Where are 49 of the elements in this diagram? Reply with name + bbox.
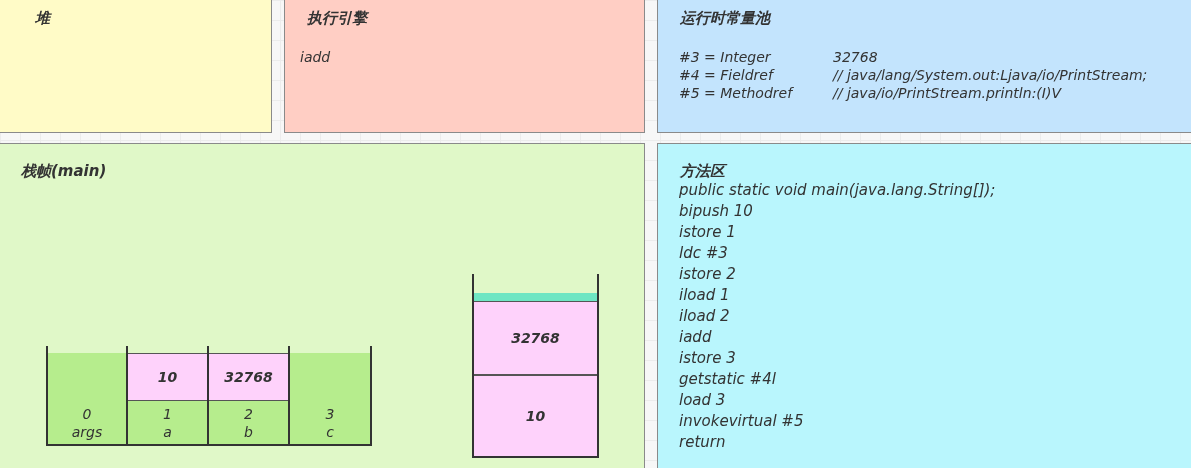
panel-heading: 栈帧(main) [21, 162, 107, 180]
cell-value: 10 [157, 368, 178, 386]
heap-panel [0, 0, 272, 133]
bytecode-line: load 3 [679, 391, 726, 409]
value-cell [127, 353, 208, 401]
constant-entry: 32768 [833, 48, 878, 66]
slot-index: 0 [82, 405, 92, 423]
execution-engine-panel [284, 0, 645, 133]
bytecode-line: ldc #3 [679, 244, 728, 262]
constant-entry: #5 = Methodref [679, 84, 793, 102]
constant-entry: #3 = Integer [679, 48, 771, 66]
variable-name: args [71, 423, 103, 441]
panel-heading: 执行引擎 [307, 9, 367, 27]
bytecode-line: istore 3 [679, 349, 736, 367]
bytecode-line: istore 2 [679, 265, 736, 283]
slot-cell [127, 401, 208, 445]
bytecode-line: invokevirtual #5 [679, 412, 804, 430]
bytecode-line: istore 1 [679, 223, 736, 241]
bytecode-line: getstatic #4l [679, 370, 776, 388]
variable-name: a [163, 423, 172, 441]
stack-frame-panel [0, 143, 645, 468]
constant-pool-panel [657, 0, 1191, 133]
bytecode-line: return [679, 433, 726, 451]
bytecode-line: iadd [679, 328, 712, 346]
constant-entry: // java/lang/System.out:Ljava/io/PrintStream; [833, 66, 1148, 84]
slot-cell [289, 353, 371, 445]
panel-heading: 运行时常量池 [680, 9, 770, 27]
slot-index: 1 [163, 405, 172, 423]
constant-entry: #4 = Fieldref [679, 66, 773, 84]
cell-value: 32768 [511, 329, 560, 347]
slot-cell [47, 353, 127, 445]
stack-entry [473, 375, 598, 457]
method-area-panel [657, 143, 1191, 468]
cell-value: 32768 [224, 368, 273, 386]
variable-name: c [326, 423, 334, 441]
variable-name: b [244, 423, 253, 441]
slot-index: 3 [325, 405, 335, 423]
bytecode-line: iload 1 [679, 286, 730, 304]
constant-entry: // java/io/PrintStream.println:(I)V [833, 84, 1061, 102]
bytecode-line: bipush 10 [679, 202, 753, 220]
panel-heading: 堆 [35, 9, 50, 27]
cell-value: 10 [525, 407, 546, 425]
method-signature: public static void main(java.lang.String[]); [679, 181, 996, 199]
stack-entry [473, 301, 598, 375]
slot-index: 2 [244, 405, 253, 423]
instruction-text: iadd [300, 48, 331, 66]
bytecode-line: iload 2 [679, 307, 730, 325]
value-cell [208, 353, 289, 401]
slot-cell [208, 401, 289, 445]
